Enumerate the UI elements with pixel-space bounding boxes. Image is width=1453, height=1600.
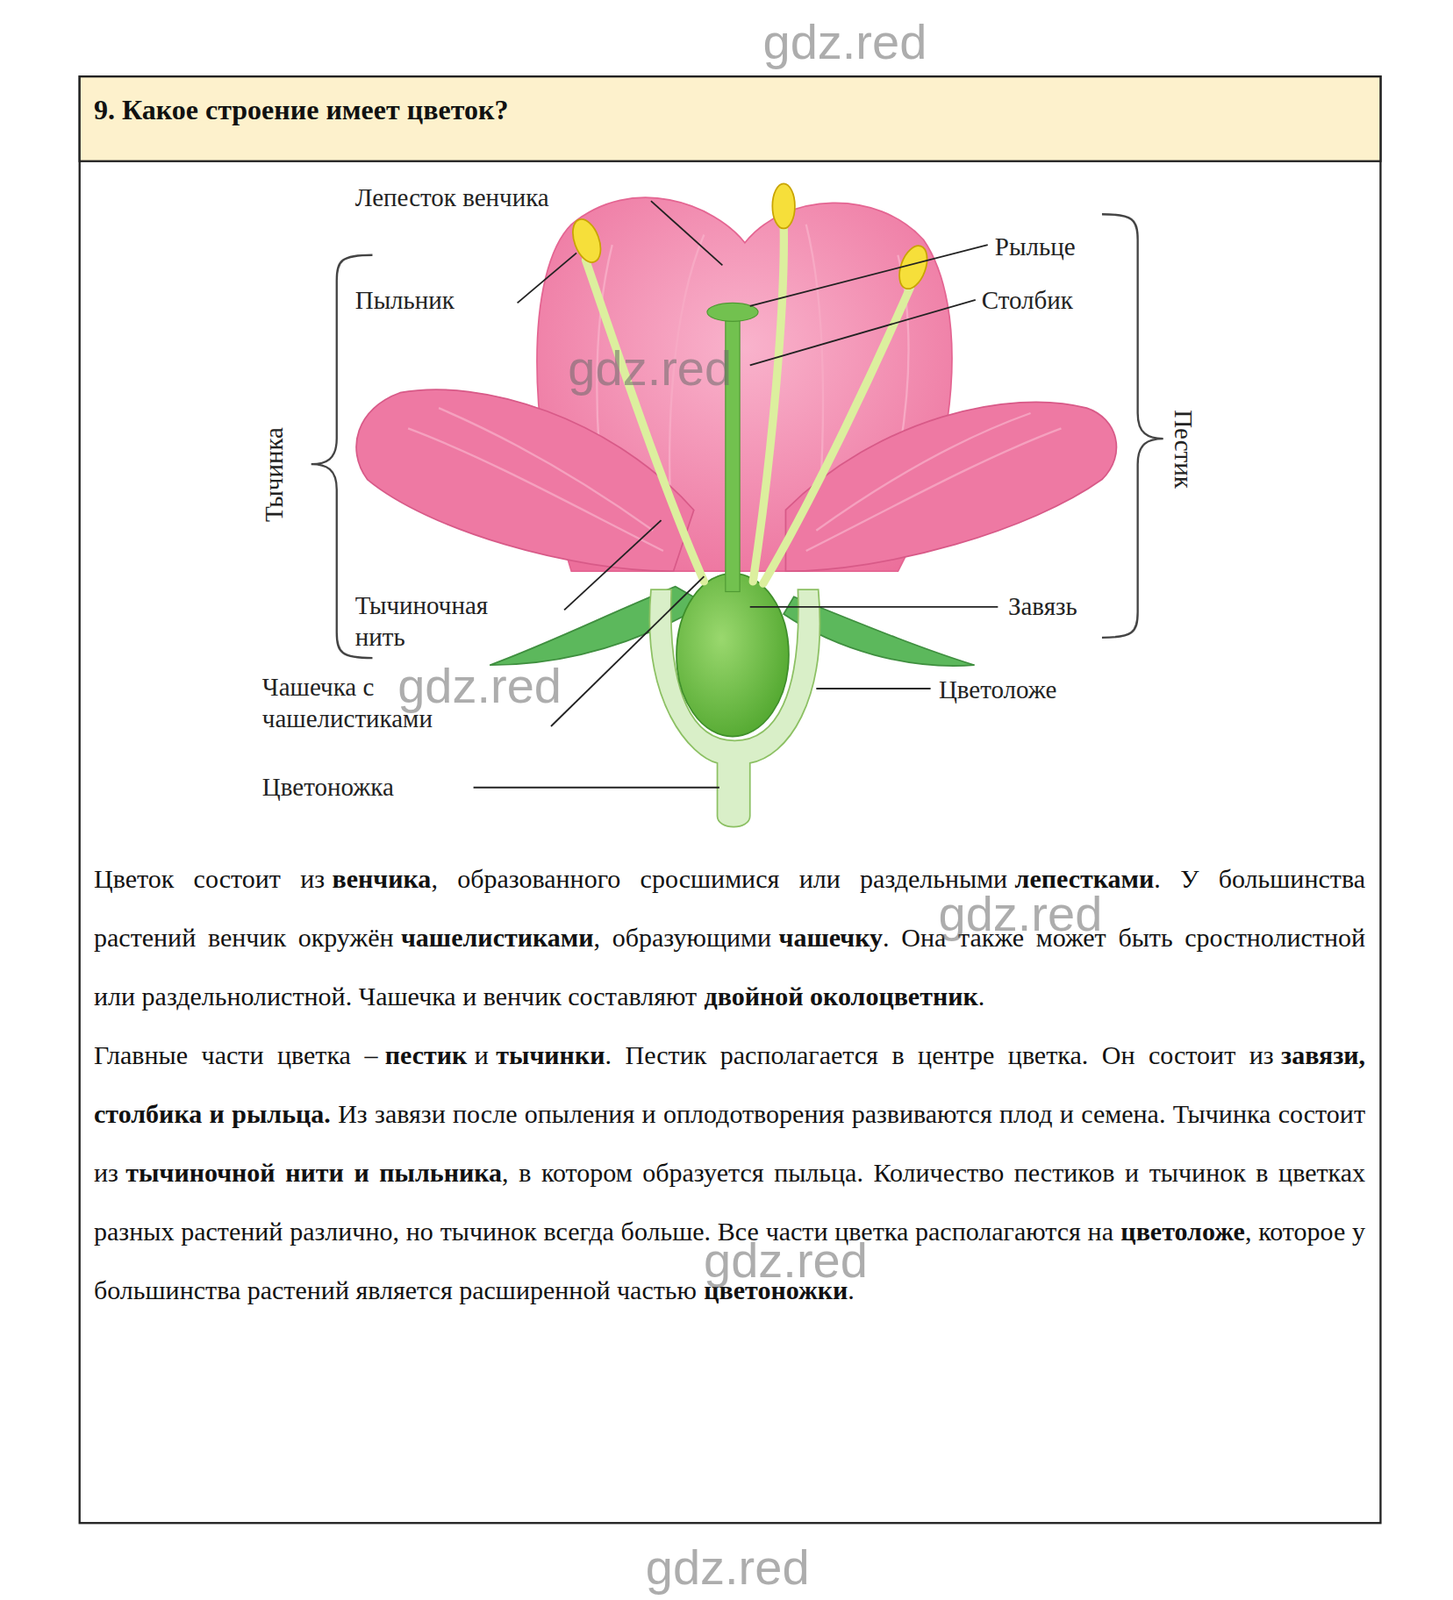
bold-term: цветоножки	[703, 1275, 848, 1305]
watermark: gdz.red	[762, 12, 927, 70]
part-label: Пыльник	[355, 284, 455, 316]
bold-term: чашечку	[779, 923, 884, 952]
part-label: Тычинка	[257, 427, 290, 523]
leader-line	[473, 200, 999, 788]
part-label: Тычиночная нить	[355, 589, 488, 653]
body-text: , образованного сросшимися или раздельны…	[430, 864, 1008, 894]
bracket	[1102, 214, 1164, 638]
ovary	[676, 573, 789, 738]
petal	[785, 401, 1117, 572]
bold-term: тычиночной нити и пыльника	[125, 1158, 502, 1188]
body-text: . Пестик располагается в центре цветка. …	[604, 1040, 1274, 1070]
watermark: gdz.red	[645, 1538, 810, 1597]
bold-term: тычинки	[495, 1040, 605, 1070]
title: 9. Какое строение имеет цветок?	[93, 93, 509, 127]
body-text: Главные части цветка –	[93, 1040, 378, 1070]
body-text: .	[847, 1275, 855, 1305]
part-label: Цветоножка	[262, 771, 394, 803]
bold-term: цветоложе	[1120, 1216, 1246, 1246]
part-label: Чашечка с чашелистиками	[262, 671, 535, 735]
style	[725, 311, 740, 593]
header-band	[79, 76, 1382, 162]
part-label: Столбик	[981, 284, 1074, 316]
frame	[79, 76, 1382, 1524]
bold-term: пестик	[385, 1040, 468, 1070]
paragraph: Главные части цветка –пестикитычинки. Пе…	[93, 1025, 1366, 1320]
part-label: Лепесток венчика	[355, 181, 550, 214]
text-body: Цветок состоит извенчика, образованного …	[93, 849, 1366, 1320]
anther	[567, 183, 933, 293]
part-label: Пестик	[1167, 409, 1200, 489]
part-label: Цветоложе	[938, 673, 1058, 706]
body-text: и	[474, 1040, 489, 1070]
watermark: gdz.red	[567, 338, 732, 396]
body-text: .	[978, 981, 986, 1011]
bold-term: лепестками	[1015, 864, 1155, 894]
part-label: Завязь	[1008, 590, 1078, 623]
bold-term: чашелистиками	[400, 923, 595, 952]
part-label: Рыльце	[994, 230, 1076, 263]
body-text: , образующими	[594, 923, 773, 952]
bold-term: двойной околоцветник	[704, 981, 979, 1011]
paragraph: Цветок состоит извенчика, образованного …	[93, 849, 1366, 1026]
bold-term: венчика	[332, 864, 432, 894]
body-text: Цветок состоит из	[93, 864, 325, 894]
